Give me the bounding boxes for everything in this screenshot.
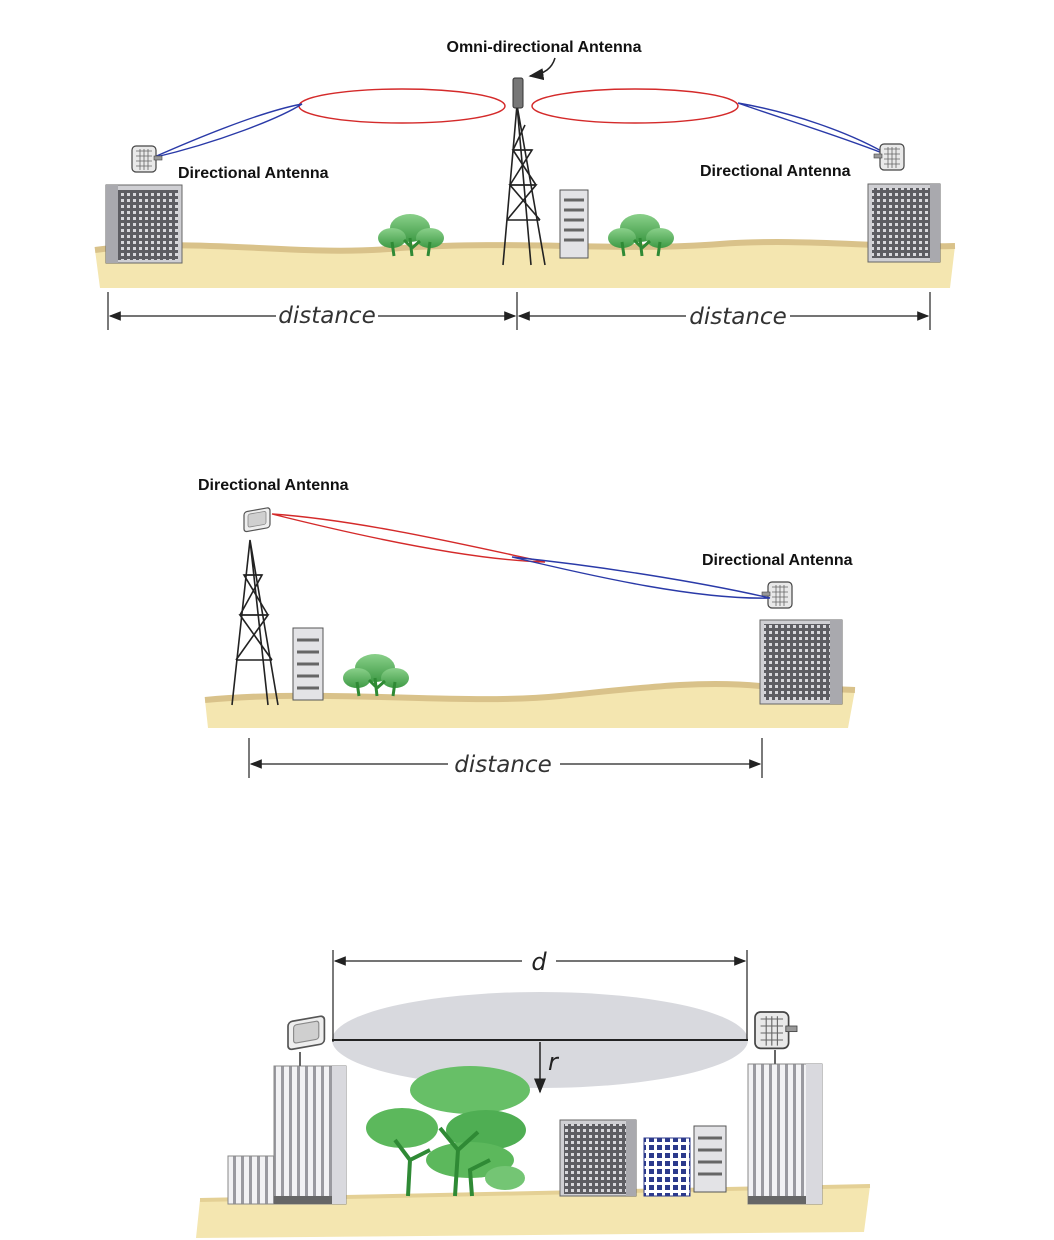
tower — [232, 540, 278, 705]
directional-antenna-label-right: Directional Antenna — [700, 163, 851, 180]
directional-antenna-right — [762, 582, 792, 608]
directional-antenna-label-right: Directional Antenna — [702, 552, 853, 569]
small-building — [293, 628, 323, 700]
directional-lobe-left — [152, 104, 302, 158]
d-label: d — [531, 948, 547, 976]
distance-label-right: distance — [689, 304, 786, 330]
office-building-left — [106, 185, 182, 263]
directional-antenna-left — [132, 146, 162, 172]
omni-antenna — [513, 78, 523, 108]
office-building-blue — [644, 1138, 690, 1196]
tree-cluster — [343, 654, 409, 696]
omni-pointer-arrow — [530, 58, 555, 76]
directional-antenna-right — [755, 1012, 797, 1048]
directional-antenna-label-left: Directional Antenna — [198, 477, 349, 494]
large-tree — [366, 1066, 530, 1196]
office-building-right — [760, 620, 842, 704]
office-building-grey — [560, 1120, 636, 1196]
directional-antenna-left — [244, 507, 270, 532]
panel-3-fresnel-zone: r d — [196, 948, 870, 1238]
small-building — [560, 190, 588, 258]
tall-building-right — [748, 1064, 822, 1204]
omni-antenna-label: Omni-directional Antenna — [447, 39, 642, 56]
office-building-right — [868, 184, 940, 262]
small-building — [694, 1126, 726, 1192]
omni-lobe-left — [299, 89, 505, 123]
directional-lobe-right — [738, 103, 890, 156]
directional-antenna-right — [874, 144, 904, 170]
omni-lobe-right — [532, 89, 738, 123]
distance-label: distance — [454, 752, 551, 778]
small-striped-building — [228, 1156, 276, 1204]
directional-antenna-left — [288, 1016, 324, 1050]
tower — [503, 105, 545, 265]
panel-2-point-to-point: Directional Antenna Directional Antenna … — [198, 477, 855, 778]
directional-antenna-label-left: Directional Antenna — [178, 165, 329, 182]
directional-lobe-left — [272, 514, 545, 562]
tall-building-left — [274, 1066, 346, 1204]
panel-1-multipoint: Omni-directional Antenna Directional Ant… — [95, 39, 955, 330]
distance-label-left: distance — [278, 303, 375, 329]
